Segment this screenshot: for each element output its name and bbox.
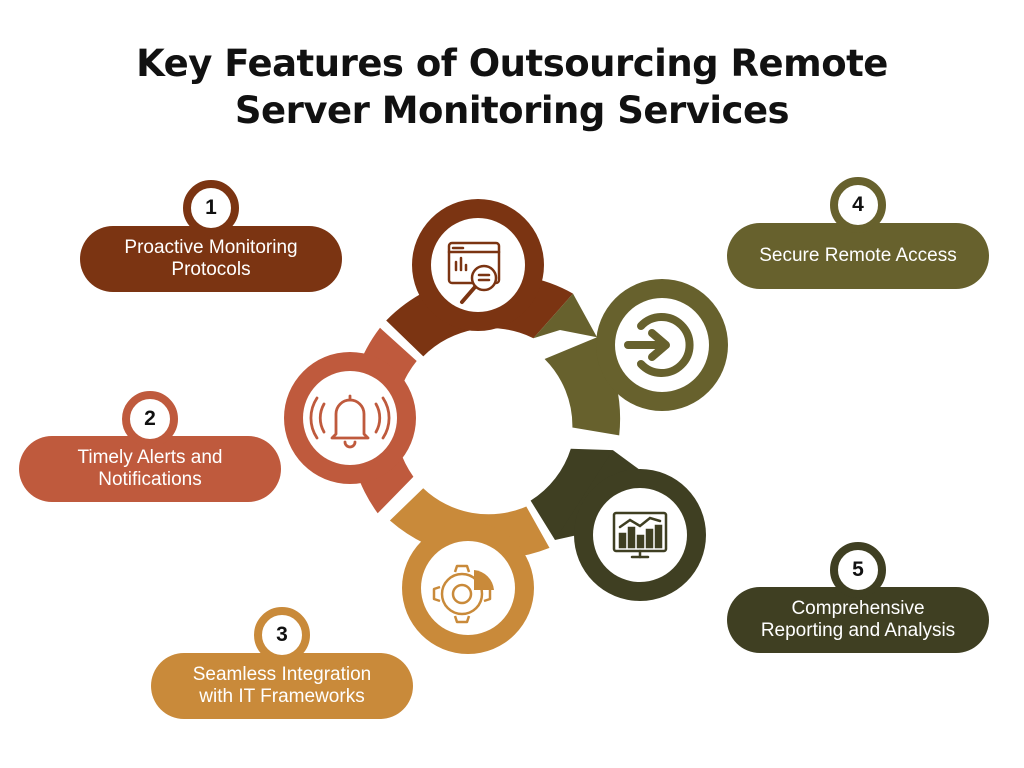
feature-1-number: 1: [205, 196, 217, 219]
feature-4-label-line-1: Secure Remote Access: [759, 245, 957, 266]
feature-1-pill: Proactive Monitoring Protocols: [80, 226, 342, 292]
gear-pie-icon: [432, 564, 494, 624]
wheel-segment-2: [284, 327, 417, 514]
feature-5-number-badge: 5: [830, 542, 886, 598]
feature-5-label-line-1: Comprehensive: [791, 598, 925, 619]
feature-2-number-badge: 2: [122, 391, 178, 447]
feature-3-number: 3: [276, 623, 288, 646]
feature-3-label-line-2: with IT Frameworks: [199, 686, 365, 707]
feature-4-pill: Secure Remote Access: [727, 223, 989, 289]
feature-1-number-badge: 1: [183, 180, 239, 236]
feature-5-number: 5: [852, 558, 864, 581]
feature-2-number: 2: [144, 407, 156, 430]
feature-2-pill: Timely Alerts and Notifications: [19, 436, 281, 502]
analytics-magnifier-icon: [447, 241, 501, 304]
page-title: Key Features of Outsourcing Remote Serve…: [0, 40, 1024, 134]
title-line-2: Server Monitoring Services: [234, 89, 790, 132]
feature-2-label-line-2: Notifications: [98, 469, 202, 490]
feature-5-pill: Comprehensive Reporting and Analysis: [727, 587, 989, 653]
title-line-1: Key Features of Outsourcing Remote: [136, 42, 888, 85]
alarm-bell-icon: [309, 394, 391, 449]
wheel-segment-4: [533, 279, 728, 436]
feature-4-number-badge: 4: [830, 177, 886, 233]
feature-5-label-line-2: Reporting and Analysis: [760, 620, 956, 641]
feature-3-number-badge: 3: [254, 607, 310, 663]
feature-3-pill: Seamless Integration with IT Frameworks: [151, 653, 413, 719]
monitor-chart-icon: [612, 511, 668, 559]
feature-3-label-line-1: Seamless Integration: [192, 664, 372, 685]
feature-4-number: 4: [852, 193, 864, 216]
login-arrow-icon: [624, 313, 694, 377]
feature-2-label-line-1: Timely Alerts and: [77, 447, 223, 468]
feature-1-label-line-1: Proactive Monitoring: [124, 237, 298, 258]
wheel-segment-3: [389, 488, 550, 654]
wheel-segment-1: [386, 199, 573, 357]
wheel-segment-5: [530, 448, 706, 601]
feature-1-label-line-2: Protocols: [171, 259, 251, 280]
